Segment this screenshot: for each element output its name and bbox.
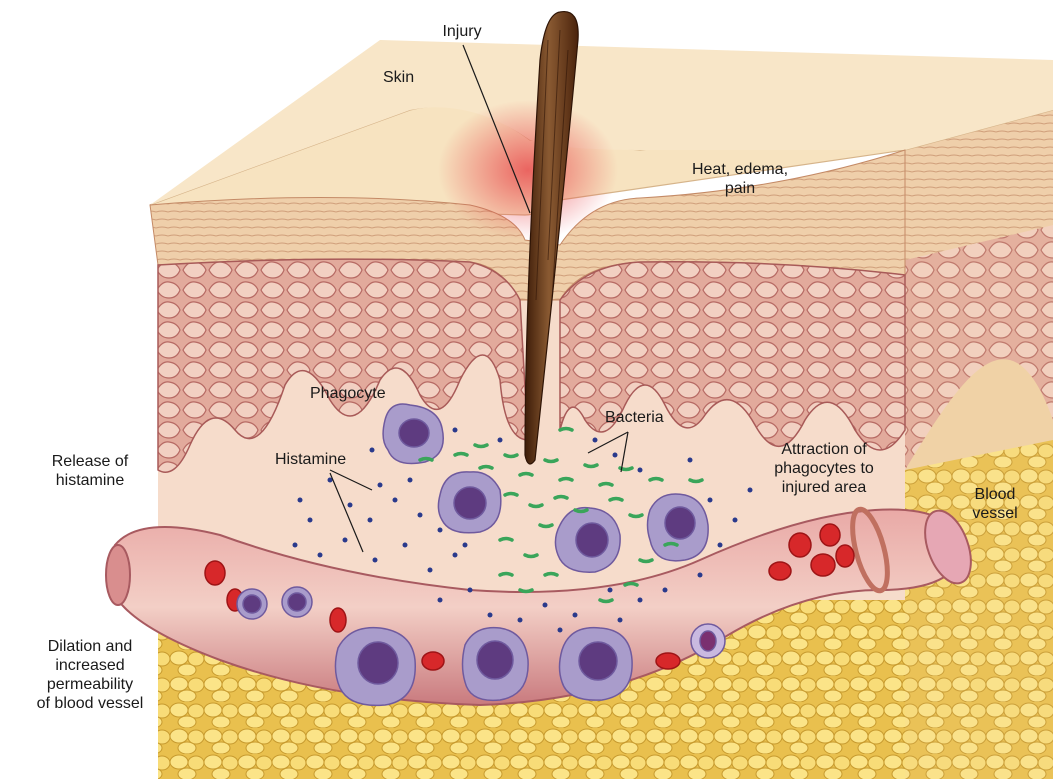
- label-attraction-line3: injured area: [754, 478, 894, 497]
- label-blood-line1: Blood: [960, 485, 1030, 504]
- label-attraction-line2: phagocytes to: [754, 459, 894, 478]
- label-attraction-of-phagocytes: Attraction of phagocytes to injured area: [754, 440, 894, 497]
- label-dilation-line1: Dilation and: [20, 637, 160, 656]
- label-heat-line2: pain: [670, 179, 810, 198]
- label-dilation-line2: increased: [20, 656, 160, 675]
- label-release-line2: histamine: [30, 471, 150, 490]
- label-phagocyte-text: Phagocyte: [310, 385, 386, 402]
- label-histamine: Histamine: [275, 450, 346, 469]
- label-phagocyte: Phagocyte: [310, 384, 386, 403]
- label-heat-edema-pain: Heat, edema, pain: [670, 160, 810, 198]
- label-dilation-line3: permeability: [20, 675, 160, 694]
- label-injury-text: Injury: [442, 23, 481, 40]
- label-bacteria-text: Bacteria: [605, 409, 664, 426]
- label-attraction-line1: Attraction of: [754, 440, 894, 459]
- label-dilation-line4: of blood vessel: [20, 694, 160, 713]
- label-release-of-histamine: Release of histamine: [30, 452, 150, 490]
- label-bacteria: Bacteria: [605, 408, 664, 427]
- label-release-line1: Release of: [30, 452, 150, 471]
- label-skin-text: Skin: [383, 69, 414, 86]
- label-injury: Injury: [432, 22, 492, 41]
- inflammation-glow: [438, 100, 618, 240]
- label-blood-vessel: Blood vessel: [960, 485, 1030, 523]
- label-histamine-text: Histamine: [275, 451, 346, 468]
- label-dilation-permeability: Dilation and increased permeability of b…: [20, 637, 160, 713]
- label-blood-line2: vessel: [960, 504, 1030, 523]
- label-heat-line1: Heat, edema,: [670, 160, 810, 179]
- label-skin: Skin: [383, 68, 414, 87]
